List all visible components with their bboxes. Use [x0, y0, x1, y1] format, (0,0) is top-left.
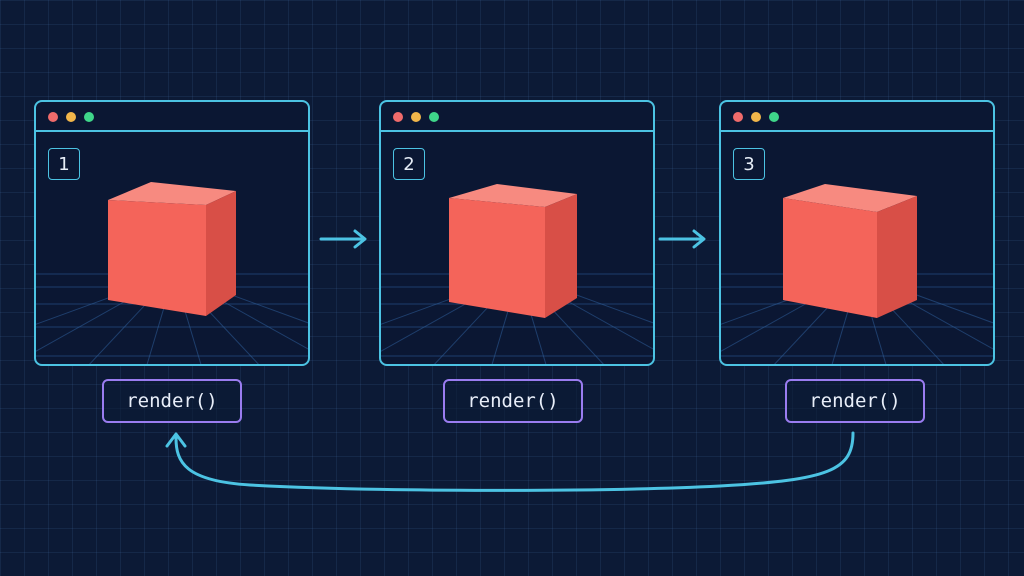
cube-icon	[108, 182, 236, 316]
arrow-right-icon	[658, 229, 706, 249]
frame-window-1: 1	[34, 100, 310, 366]
render-label-2: render()	[443, 379, 583, 423]
window-titlebar	[36, 102, 308, 132]
perspective-grid	[36, 273, 308, 364]
frame-window-2: 2	[379, 100, 655, 366]
scene-viewport	[721, 184, 993, 364]
minimize-dot-icon	[411, 112, 421, 122]
maximize-dot-icon	[429, 112, 439, 122]
frame-window-3: 3	[719, 100, 995, 366]
loop-arrow-icon	[165, 431, 855, 492]
close-dot-icon	[733, 112, 743, 122]
window-titlebar	[721, 102, 993, 132]
close-dot-icon	[48, 112, 58, 122]
frame-number-badge: 1	[48, 148, 80, 180]
minimize-dot-icon	[751, 112, 761, 122]
cube-icon	[449, 184, 577, 318]
scene-viewport	[36, 182, 308, 364]
scene-viewport	[381, 184, 653, 364]
close-dot-icon	[393, 112, 403, 122]
maximize-dot-icon	[84, 112, 94, 122]
frame-number-badge: 2	[393, 148, 425, 180]
render-label-3: render()	[785, 379, 925, 423]
window-titlebar	[381, 102, 653, 132]
maximize-dot-icon	[769, 112, 779, 122]
minimize-dot-icon	[66, 112, 76, 122]
arrow-right-icon	[319, 229, 367, 249]
frame-number-badge: 3	[733, 148, 765, 180]
cube-icon	[783, 184, 917, 318]
render-label-1: render()	[102, 379, 242, 423]
